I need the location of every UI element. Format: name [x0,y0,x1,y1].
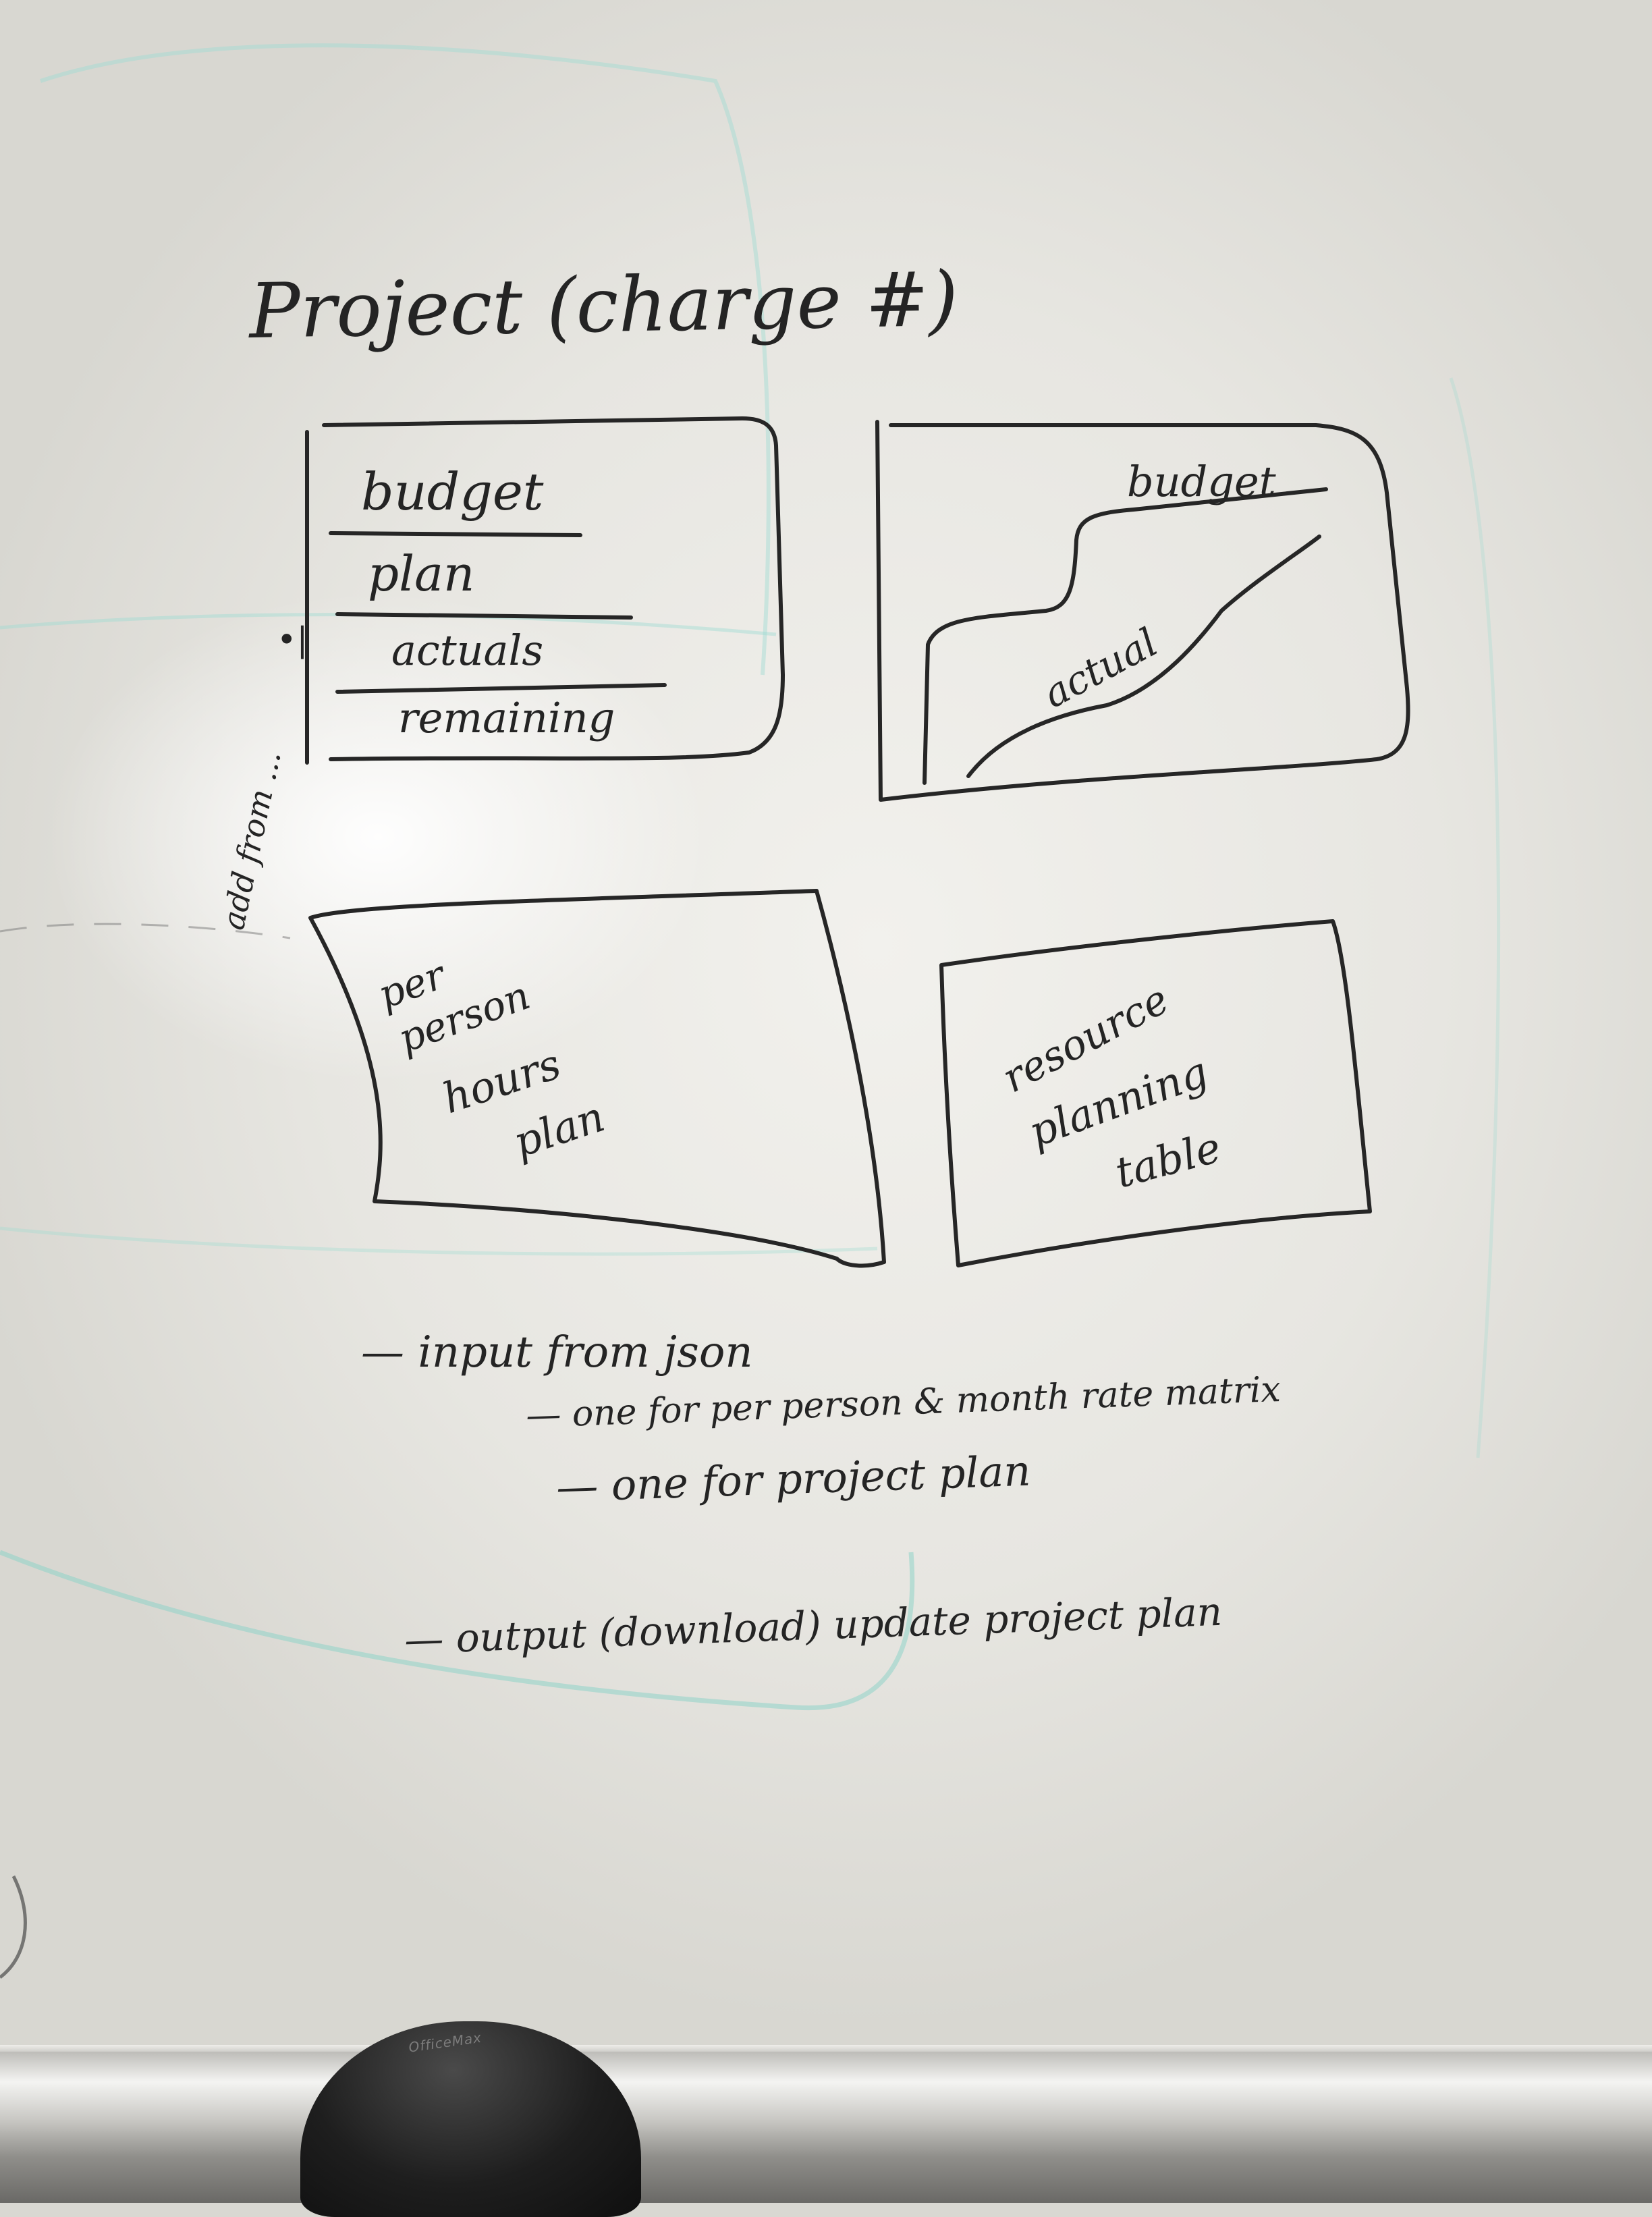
note-1: — input from json [361,1328,753,1377]
actual-line [966,535,1321,778]
note-2: — one for per person & month rate matrix [525,1369,1281,1436]
note-4: — output (download) update project plan [404,1589,1223,1663]
per-person-hours-panel: per person hours plan [308,889,886,1268]
table-row-budget: budget [361,462,544,522]
resource-line-3: table [1110,1122,1226,1197]
page-title: Project (charge #) [247,256,959,356]
budget-line [923,487,1328,785]
side-note: add from ... [215,747,288,933]
whiteboard-eraser[interactable] [300,2021,641,2217]
note-3: — one for project plan [555,1446,1031,1512]
summary-table-panel: budget plan actuals remaining add from .… [215,416,785,933]
per-person-line-4: plan [507,1092,610,1168]
whiteboard: Project (charge #) budget plan actuals r… [0,0,1652,2065]
whiteboard-sketch: Project (charge #) budget plan actuals r… [215,256,1410,1663]
budget-actual-chart-panel: budget actual [875,420,1410,802]
faint-erased-marks [0,43,1501,1979]
marker-tray [0,2052,1652,2203]
table-row-remaining: remaining [398,693,615,742]
table-row-plan: plan [368,545,474,602]
resource-planning-panel: resource planning table [939,919,1372,1267]
table-row-actuals: actuals [391,626,543,675]
notes-list: — input from json — one for per person &… [361,1328,1282,1663]
legend-actual: actual [1036,619,1165,717]
row-marker: •| [277,620,308,659]
legend-budget: budget [1127,457,1276,506]
